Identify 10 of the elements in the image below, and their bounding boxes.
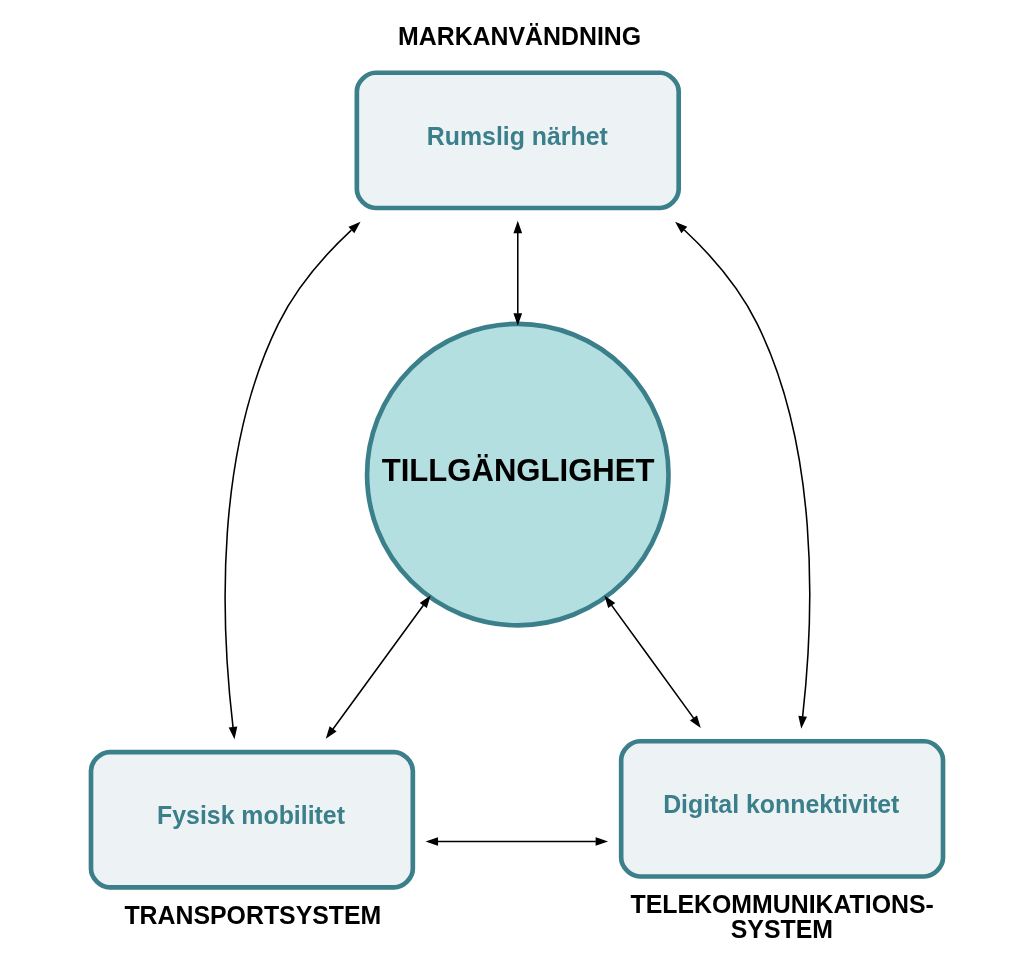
node-label: TELEKOMMUNIKATIONS- SYSTEM: [630, 889, 934, 943]
node-label: TRANSPORTSYSTEM: [123, 900, 381, 929]
arrow: [603, 595, 701, 729]
node-label: MARKANVÄNDNING: [397, 22, 641, 51]
arrow: [325, 595, 431, 739]
arrow: [223, 221, 361, 740]
arrow: [512, 220, 522, 326]
arrow: [674, 221, 811, 729]
arrow: [425, 837, 608, 846]
node-circle: TILLGÄNGLIGHET: [364, 321, 671, 628]
